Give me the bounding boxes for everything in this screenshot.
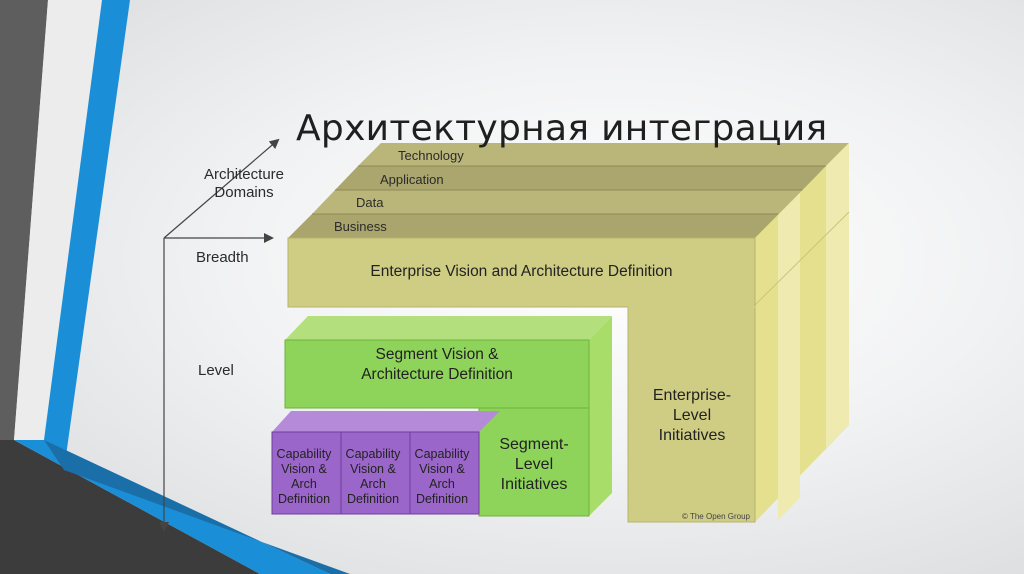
capability-1-face bbox=[271, 431, 342, 515]
enterprise-vision-label: Enterprise Vision and Architecture Defin… bbox=[370, 263, 673, 280]
capability-blocks bbox=[271, 411, 500, 515]
layer-technology bbox=[358, 143, 849, 166]
capability-3-face bbox=[409, 431, 480, 515]
architecture-domains-label: Architecture Domains bbox=[203, 166, 285, 201]
enterprise-initiatives-face bbox=[627, 306, 756, 523]
level-label: Level bbox=[198, 362, 234, 379]
layer-business bbox=[288, 214, 780, 238]
capability-label-3: Capability Vision & Arch Definition bbox=[414, 447, 470, 506]
layer-label-data: Data bbox=[356, 195, 384, 210]
segment-block bbox=[284, 316, 612, 517]
breadth-label: Breadth bbox=[196, 249, 249, 266]
layer-label-technology: Technology bbox=[398, 148, 464, 163]
layer-application bbox=[335, 166, 826, 190]
capability-label-1: Capability Vision & Arch Definition bbox=[276, 447, 332, 506]
enterprise-side bbox=[754, 143, 850, 522]
segment-initiatives-label: Segment-Level Initiatives bbox=[499, 436, 569, 493]
segment-vision-face bbox=[284, 339, 590, 409]
axes bbox=[159, 138, 280, 532]
enterprise-initiatives-label: Enterprise-Level Initiatives bbox=[652, 387, 732, 444]
page-title: Архитектурная интеграция bbox=[296, 108, 828, 149]
enterprise-vision-face bbox=[287, 237, 756, 308]
domains-axis bbox=[163, 138, 280, 239]
copyright-credit: © The Open Group bbox=[682, 512, 751, 521]
layer-data bbox=[312, 190, 803, 214]
layer-label-application: Application bbox=[380, 172, 444, 187]
layer-label-business: Business bbox=[334, 219, 387, 234]
decorative-stripes bbox=[0, 0, 350, 574]
domain-layers bbox=[288, 143, 849, 238]
capability-label-2: Capability Vision & Arch Definition bbox=[345, 447, 401, 506]
segment-vision-label: Segment Vision & Architecture Definition bbox=[361, 346, 513, 383]
capability-2-face bbox=[340, 431, 411, 515]
